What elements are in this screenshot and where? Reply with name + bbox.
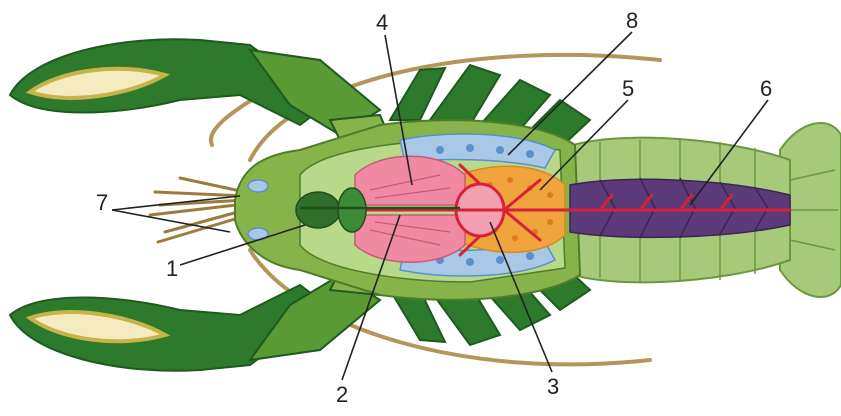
antennules — [150, 178, 245, 242]
label-8: 8 — [626, 8, 638, 33]
label-5: 5 — [622, 76, 634, 101]
cerebral-ganglion — [296, 192, 340, 228]
label-7: 7 — [96, 190, 108, 215]
antennule-1 — [155, 192, 245, 196]
label-1: 1 — [166, 256, 178, 281]
label-6: 6 — [760, 76, 772, 101]
stomach — [355, 156, 465, 205]
label-3: 3 — [547, 374, 559, 399]
label-4: 4 — [376, 10, 388, 35]
antennule-6 — [180, 178, 245, 192]
label-2: 2 — [336, 382, 348, 407]
eye-upper — [248, 180, 268, 192]
